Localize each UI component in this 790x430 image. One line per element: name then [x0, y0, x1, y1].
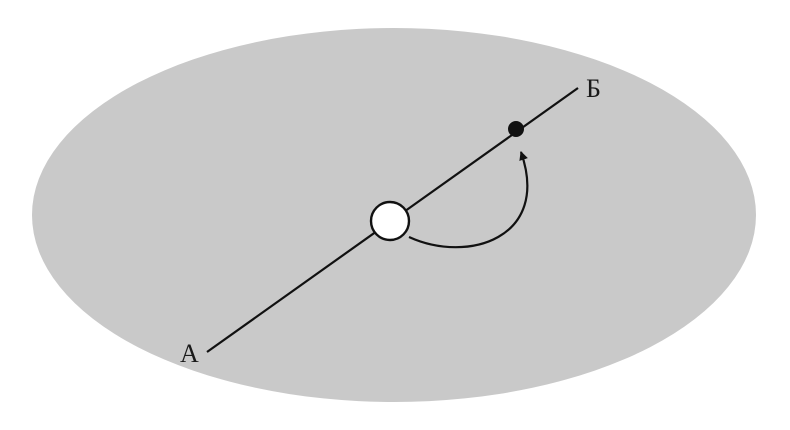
endpoint-label-a: А	[180, 339, 199, 368]
curved-arrow	[408, 151, 529, 249]
endpoint-label-b: Б	[586, 74, 601, 103]
target-dot	[508, 121, 524, 137]
open-circle	[369, 200, 411, 242]
